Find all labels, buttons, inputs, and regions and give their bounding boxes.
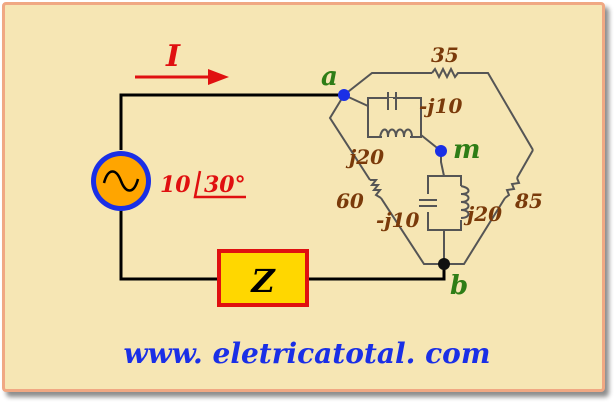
node-a-label: a <box>321 62 338 92</box>
inductor-am-icon <box>379 128 413 139</box>
ac-source-icon <box>91 151 151 211</box>
r-ab-right-label: 85 <box>514 189 543 213</box>
node-b-dot <box>438 258 450 270</box>
angle-symbol <box>193 170 246 199</box>
node-m-label: m <box>453 135 481 165</box>
wire-top <box>119 93 344 150</box>
node-b-label: b <box>450 271 468 301</box>
footer-url: www. eletricatotal. com <box>124 337 491 370</box>
l-am-label: j20 <box>345 145 384 169</box>
node-m-dot <box>435 145 447 157</box>
current-label: I <box>165 39 181 74</box>
impedance-label: Z <box>249 262 276 300</box>
wire-bottom-right <box>308 264 446 281</box>
l-mb-label: j20 <box>463 202 502 226</box>
c-mb-label: -j10 <box>376 208 419 232</box>
r-ab-left-label: 60 <box>336 189 364 213</box>
inductor-mb-icon <box>459 185 470 220</box>
impedance-box <box>217 249 309 307</box>
source-angle: 30° <box>204 172 246 198</box>
current-arrow <box>135 69 229 85</box>
r-ab-top-label: 35 <box>431 43 459 67</box>
node-a-dot <box>338 89 350 101</box>
capacitor-am-icon <box>387 92 397 110</box>
c-am-label: -j10 <box>419 94 462 118</box>
source-value: 10 <box>160 172 191 198</box>
resistor-85-icon <box>504 177 521 199</box>
capacitor-mb-icon <box>419 194 437 212</box>
resistor-35-icon <box>431 66 460 80</box>
wire-bottom-left <box>119 208 218 281</box>
resistor-60-icon <box>369 179 383 199</box>
